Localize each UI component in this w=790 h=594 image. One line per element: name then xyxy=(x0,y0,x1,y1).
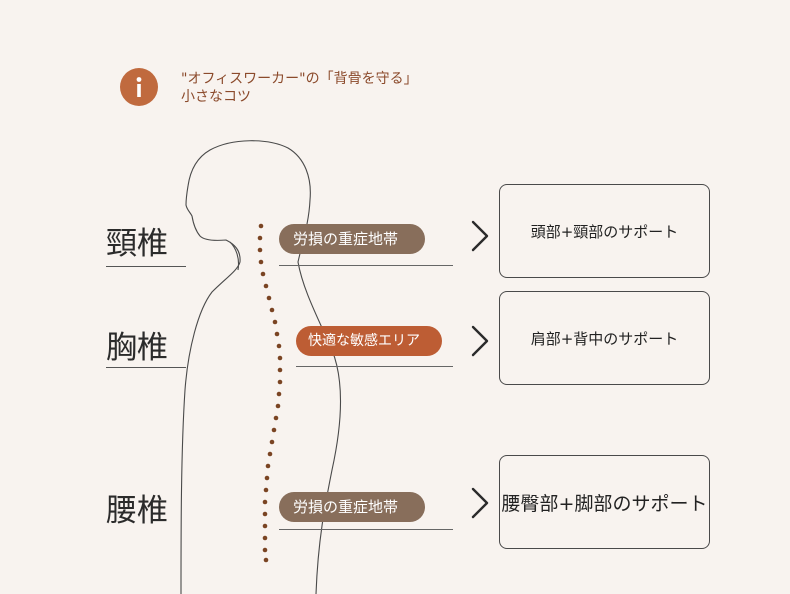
vertebra-label-lumbar: 腰椎 xyxy=(106,493,168,529)
body-outline xyxy=(180,140,342,594)
support-label-cervical: 頭部+頸部のサポート xyxy=(530,222,679,241)
tag-thoracic: 快適な敏感エリア xyxy=(296,326,442,356)
tag-underline-thoracic xyxy=(296,366,453,367)
vertebra-label-thoracic: 胸椎 xyxy=(106,330,168,366)
support-box-thoracic: 肩部+背中のサポート xyxy=(499,291,710,385)
chevron-right-icon xyxy=(469,324,491,358)
tag-lumbar: 労損の重症地帯 xyxy=(279,492,425,522)
vertebra-underline-thoracic xyxy=(106,367,186,368)
support-box-cervical: 頭部+頸部のサポート xyxy=(499,184,710,278)
support-label-lumbar: 腰臀部+脚部のサポート xyxy=(501,492,708,515)
tag-underline-cervical xyxy=(279,265,453,266)
subtitle-line-1: "オフィスワーカー"の「背骨を守る」 xyxy=(181,71,418,87)
tag-cervical: 労損の重症地帯 xyxy=(279,224,425,254)
neck-outline xyxy=(229,241,240,271)
info-icon xyxy=(120,68,158,106)
chevron-right-icon xyxy=(469,486,491,520)
tag-underline-lumbar xyxy=(279,529,453,530)
spine-dots xyxy=(257,223,283,563)
support-label-thoracic: 肩部+背中のサポート xyxy=(530,329,679,348)
support-box-lumbar: 腰臀部+脚部のサポート xyxy=(499,455,710,549)
subtitle-line-2: 小さなコツ xyxy=(181,89,251,105)
chevron-right-icon xyxy=(469,219,491,253)
subtitle: "オフィスワーカー"の「背骨を守る」 小さなコツ xyxy=(181,70,418,106)
vertebra-label-cervical: 頸椎 xyxy=(106,226,168,262)
vertebra-underline-cervical xyxy=(106,266,186,267)
